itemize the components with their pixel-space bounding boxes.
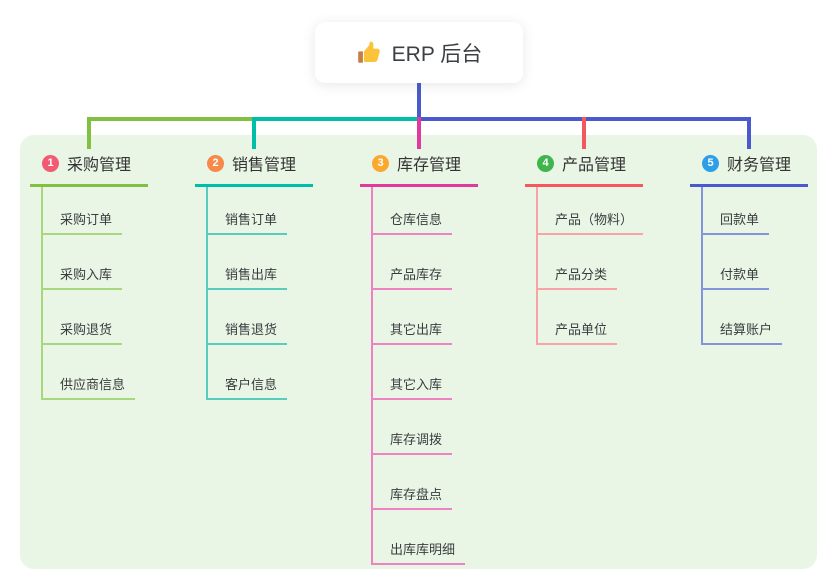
branch-header[interactable]: 4 产品管理 xyxy=(525,145,643,187)
child-label[interactable]: 其它出库 xyxy=(371,319,453,345)
child-label[interactable]: 供应商信息 xyxy=(41,374,136,400)
connector-line xyxy=(417,83,421,118)
child-node: 销售出库 xyxy=(206,235,288,290)
canvas-panel xyxy=(20,135,817,569)
child-label[interactable]: 回款单 xyxy=(701,209,770,235)
connector-line xyxy=(582,117,586,149)
connector-line xyxy=(87,117,252,121)
child-node: 出库库明细 xyxy=(371,510,466,565)
connector-line xyxy=(87,117,91,149)
branch: 3 库存管理 仓库信息 产品库存 其它出库 其它入库 库存调拨 库存盘点 出库库… xyxy=(360,145,525,565)
connector-line xyxy=(747,117,751,149)
child-label[interactable]: 付款单 xyxy=(701,264,770,290)
child-label[interactable]: 产品（物料） xyxy=(536,209,644,235)
child-label[interactable]: 出库库明细 xyxy=(371,539,466,565)
branch-title: 产品管理 xyxy=(562,157,627,174)
branch-header[interactable]: 5 财务管理 xyxy=(690,145,808,187)
child-node: 仓库信息 xyxy=(371,187,465,235)
child-node: 采购退货 xyxy=(41,290,135,345)
child-label[interactable]: 采购退货 xyxy=(41,319,123,345)
child-label[interactable]: 销售退货 xyxy=(206,319,288,345)
branch: 2 销售管理 销售订单 销售出库 销售退货 客户信息 xyxy=(195,145,360,400)
branch-header[interactable]: 2 销售管理 xyxy=(195,145,313,187)
branch-children: 产品（物料） 产品分类 产品单位 xyxy=(536,187,644,345)
branch: 1 采购管理 采购订单 采购入库 采购退货 供应商信息 xyxy=(30,145,195,400)
child-label[interactable]: 其它入库 xyxy=(371,374,453,400)
child-label[interactable]: 产品分类 xyxy=(536,264,618,290)
branch-title: 财务管理 xyxy=(727,157,792,174)
branch-children: 销售订单 销售出库 销售退货 客户信息 xyxy=(206,187,288,400)
branch-number-badge: 3 xyxy=(372,154,389,172)
child-label[interactable]: 仓库信息 xyxy=(371,209,453,235)
child-node: 销售订单 xyxy=(206,187,288,235)
root-node[interactable]: ERP 后台 xyxy=(315,22,523,83)
child-node: 采购入库 xyxy=(41,235,135,290)
child-label[interactable]: 产品库存 xyxy=(371,264,453,290)
child-node: 结算账户 xyxy=(701,290,783,345)
connector-line xyxy=(252,117,417,121)
branch-title: 采购管理 xyxy=(67,157,132,174)
branch: 4 产品管理 产品（物料） 产品分类 产品单位 xyxy=(525,145,690,345)
child-label[interactable]: 库存调拨 xyxy=(371,429,453,455)
branch-number-badge: 5 xyxy=(702,154,719,172)
child-label[interactable]: 采购入库 xyxy=(41,264,123,290)
child-node: 付款单 xyxy=(701,235,782,290)
branch-header[interactable]: 3 库存管理 xyxy=(360,145,478,187)
child-node: 采购订单 xyxy=(41,187,135,235)
child-node: 库存调拨 xyxy=(371,400,465,455)
child-label[interactable]: 产品单位 xyxy=(536,319,618,345)
root-label: ERP 后台 xyxy=(391,42,483,66)
branch-number-badge: 2 xyxy=(207,154,224,172)
child-node: 产品单位 xyxy=(536,290,643,345)
branch-children: 采购订单 采购入库 采购退货 供应商信息 xyxy=(41,187,136,400)
child-label[interactable]: 客户信息 xyxy=(206,374,288,400)
child-node: 库存盘点 xyxy=(371,455,465,510)
child-node: 产品库存 xyxy=(371,235,465,290)
branch-header[interactable]: 1 采购管理 xyxy=(30,145,148,187)
child-label[interactable]: 销售订单 xyxy=(206,209,288,235)
child-node: 供应商信息 xyxy=(41,345,136,400)
branch-title: 销售管理 xyxy=(232,157,297,174)
branch: 5 财务管理 回款单 付款单 结算账户 xyxy=(690,145,839,345)
child-label[interactable]: 结算账户 xyxy=(701,319,783,345)
branch-number-badge: 4 xyxy=(537,154,554,172)
branch-title: 库存管理 xyxy=(397,157,462,174)
child-label[interactable]: 销售出库 xyxy=(206,264,288,290)
branch-children: 回款单 付款单 结算账户 xyxy=(701,187,783,345)
connector-line xyxy=(417,117,421,149)
connector-line xyxy=(252,117,256,149)
child-node: 回款单 xyxy=(701,187,782,235)
thumbs-up-icon xyxy=(357,41,380,63)
child-node: 其它出库 xyxy=(371,290,465,345)
child-label[interactable]: 库存盘点 xyxy=(371,484,453,510)
child-node: 产品分类 xyxy=(536,235,643,290)
branch-number-badge: 1 xyxy=(42,154,59,172)
child-label[interactable]: 采购订单 xyxy=(41,209,123,235)
child-node: 产品（物料） xyxy=(536,187,644,235)
child-node: 其它入库 xyxy=(371,345,465,400)
child-node: 客户信息 xyxy=(206,345,288,400)
child-node: 销售退货 xyxy=(206,290,288,345)
branch-children: 仓库信息 产品库存 其它出库 其它入库 库存调拨 库存盘点 出库库明细 xyxy=(371,187,466,565)
